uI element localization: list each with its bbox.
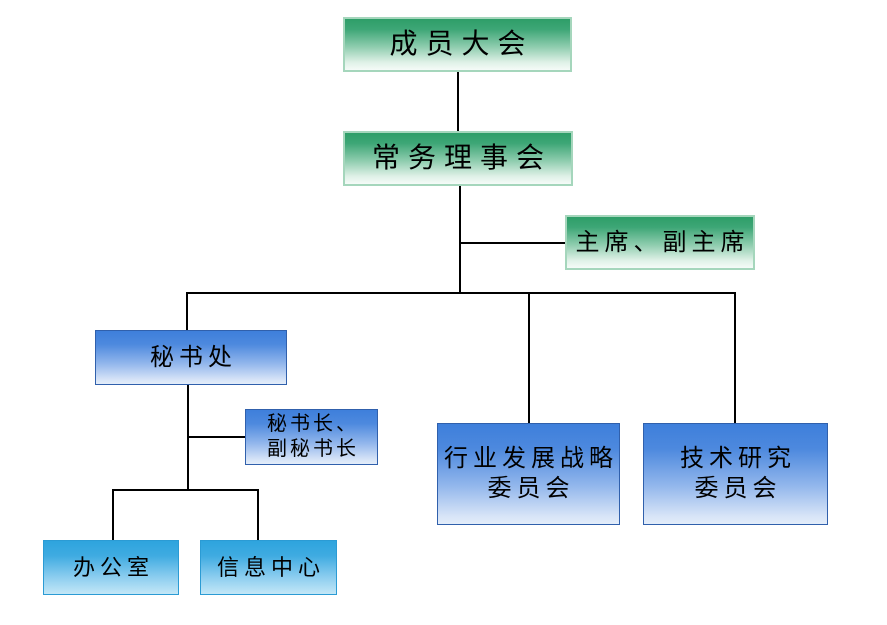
node-chairman[interactable]: 主席、副主席 (565, 215, 755, 270)
connector-member-to-council (457, 72, 459, 131)
node-office[interactable]: 办公室 (43, 540, 179, 595)
node-tech-committee-line2: 委员会 (694, 476, 782, 502)
node-member-assembly[interactable]: 成员大会 (343, 17, 572, 72)
node-industry-committee-line2: 委员会 (487, 476, 575, 502)
node-info-center-label: 信息中心 (216, 554, 325, 580)
connector-drop-industry-committee (528, 292, 530, 423)
node-industry-committee-line1: 行业发展战略 (444, 446, 618, 472)
connector-main-horizontal (186, 292, 736, 294)
node-secretary-general-line1: 秘书长、 (267, 413, 359, 435)
connector-council-down (459, 186, 461, 293)
node-secretariat-label: 秘书处 (150, 344, 237, 371)
connector-drop-info-center (257, 489, 259, 540)
node-chairman-label: 主席、副主席 (575, 229, 750, 256)
node-tech-committee[interactable]: 技术研究 委员会 (643, 423, 828, 525)
node-secretary-general-line2: 副秘书长 (267, 438, 359, 460)
node-standing-council[interactable]: 常务理事会 (343, 131, 573, 186)
connector-low-horizontal (112, 489, 259, 491)
node-secretariat[interactable]: 秘书处 (95, 330, 287, 385)
connector-branch-secretary-general (187, 436, 245, 438)
node-secretary-general[interactable]: 秘书长、 副秘书长 (245, 409, 378, 465)
connector-drop-office (112, 489, 114, 540)
node-office-label: 办公室 (72, 554, 154, 580)
node-industry-committee[interactable]: 行业发展战略 委员会 (437, 423, 620, 525)
node-member-assembly-label: 成员大会 (389, 29, 534, 60)
node-standing-council-label: 常务理事会 (371, 143, 552, 174)
connector-branch-chairman (459, 242, 565, 244)
connector-drop-tech-committee (734, 292, 736, 423)
connector-drop-secretariat (186, 292, 188, 330)
node-tech-committee-line1: 技术研究 (680, 446, 796, 472)
node-info-center[interactable]: 信息中心 (200, 540, 337, 595)
